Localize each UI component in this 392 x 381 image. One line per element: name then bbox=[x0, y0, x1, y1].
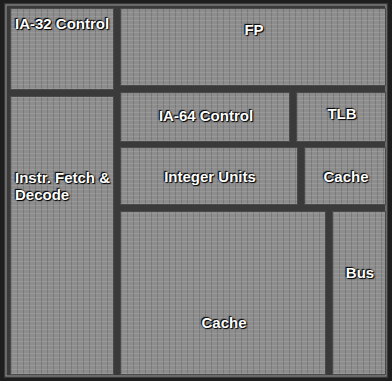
region-label: FP bbox=[121, 21, 387, 38]
die-region: Bus bbox=[332, 211, 386, 375]
die-region: IA-64 Control bbox=[120, 92, 290, 142]
die-region: Cache bbox=[304, 147, 386, 205]
die-region: Instr. Fetch & Decode bbox=[10, 96, 114, 375]
region-label: Cache bbox=[305, 168, 387, 185]
die-region: IA-32 Control bbox=[10, 8, 114, 90]
die-region: Integer Units bbox=[120, 147, 298, 205]
region-label: Bus bbox=[333, 264, 387, 281]
region-label: Integer Units bbox=[121, 168, 299, 185]
region-label: IA-64 Control bbox=[121, 107, 291, 124]
die-region: Cache bbox=[120, 211, 326, 375]
region-label: Instr. Fetch & Decode bbox=[15, 169, 111, 204]
region-label: IA-32 Control bbox=[15, 15, 111, 32]
die-region: TLB bbox=[296, 92, 386, 142]
region-label: TLB bbox=[297, 105, 387, 122]
region-label: Cache bbox=[121, 314, 327, 331]
die-region: FP bbox=[120, 8, 386, 86]
